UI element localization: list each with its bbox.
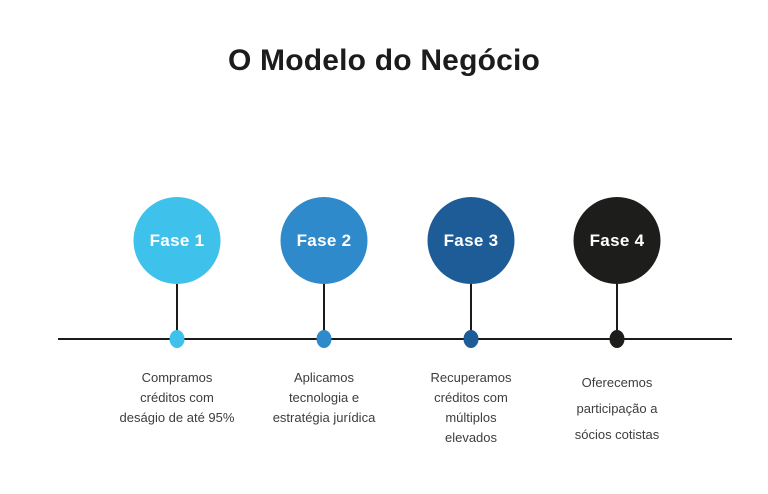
- phase-2-description: Aplicamos tecnologia e estratégia jurídi…: [272, 370, 376, 425]
- phase-2-circle: Fase 2: [280, 197, 368, 284]
- phase-1-circle: Fase 1: [133, 197, 221, 284]
- phase-4-label: Fase 4: [589, 230, 645, 250]
- phase-3-timeline-dot: [463, 330, 479, 348]
- timeline-line: [58, 338, 732, 340]
- phase-3-label: Fase 3: [443, 230, 499, 250]
- phase-4-description: Oferecemos participação a sócios cotista…: [574, 375, 660, 442]
- phase-1-connector-line: [176, 284, 178, 339]
- phase-2-label: Fase 2: [296, 230, 352, 250]
- page-title: O Modelo do Negócio: [227, 44, 541, 77]
- phase-4-timeline-dot: [609, 330, 625, 348]
- phase-2-connector-line: [323, 284, 325, 339]
- phase-1-label: Fase 1: [149, 230, 205, 250]
- phase-2-timeline-dot: [316, 330, 332, 348]
- phase-4-connector-line: [616, 284, 618, 339]
- phase-4-circle: Fase 4: [573, 197, 661, 284]
- phase-1-description: Compramos créditos com deságio de até 95…: [119, 370, 235, 425]
- phase-1-timeline-dot: [169, 330, 185, 348]
- phase-1: Fase 1 Compramos créditos com deságio de…: [102, 0, 252, 494]
- phase-3-description: Recuperamos créditos com múltiplos eleva…: [430, 370, 512, 445]
- phase-3-circle: Fase 3: [427, 197, 515, 284]
- phase-3: Fase 3 Recuperamos créditos com múltiplo…: [396, 0, 546, 494]
- phase-3-connector-line: [470, 284, 472, 339]
- phase-4: Fase 4 Oferecemos participação a sócios …: [542, 0, 692, 494]
- phase-2: Fase 2 Aplicamos tecnologia e estratégia…: [249, 0, 399, 494]
